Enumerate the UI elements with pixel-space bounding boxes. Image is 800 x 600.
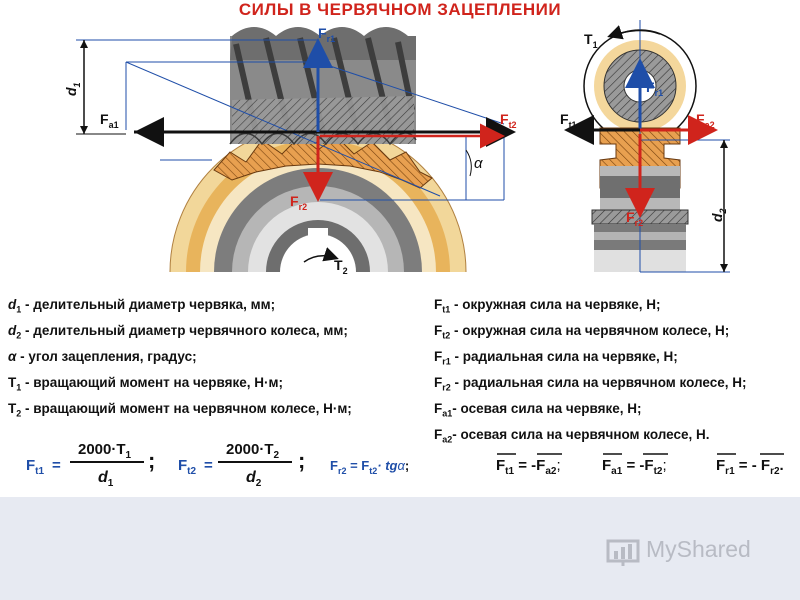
legend-description: - вращающий момент на червяке, Н·м; — [21, 375, 284, 390]
watermark-text: MyShared — [646, 536, 751, 562]
legend-item: T1 - вращающий момент на червяке, Н·м; — [8, 370, 352, 396]
fr1-label-right: Fr1 — [646, 79, 663, 98]
svg-text:d1: d1 — [98, 469, 114, 489]
svg-text:Fa1 = -Ft2;: Fa1 = -Ft2; — [602, 457, 667, 477]
formulas: Ft1 = 2000·T1 d1 ; Ft2 = 2000·T2 d2 ; Fr… — [26, 441, 784, 489]
legend-symbol-subscript: a2 — [442, 434, 453, 445]
formula-ft1-fa2: Ft1 = -Fa2; — [496, 453, 562, 477]
legend-symbol-subscript: r2 — [442, 382, 451, 393]
legend-item: Ft2 - окружная сила на червячном колесе,… — [434, 318, 746, 344]
t1-label: T1 — [584, 31, 598, 50]
legend-description: - вращающий момент на червячном колесе, … — [21, 401, 352, 416]
fr2-label-right: Fr2 — [626, 209, 643, 228]
svg-text:Ft2: Ft2 — [178, 457, 197, 477]
legend-symbol-subscript: 2 — [16, 330, 22, 341]
legend-symbol: d — [8, 323, 17, 338]
svg-text:;: ; — [298, 448, 305, 473]
t1-rotation-arrow — [607, 25, 661, 40]
legend-item: d1 - делительный диаметр червяка, мм; — [8, 292, 352, 318]
legend-symbol: F — [434, 401, 443, 416]
footer-band — [0, 497, 800, 600]
legend-symbol-subscript: r1 — [442, 356, 451, 367]
alpha-label: α — [474, 155, 483, 172]
t2-rotation-arrow — [303, 247, 339, 263]
svg-text:Ft1: Ft1 — [26, 457, 45, 477]
svg-text:d2: d2 — [246, 469, 262, 489]
legend-item: Fa1- осевая сила на червяке, Н; — [434, 396, 746, 422]
legend-description: - радиальная сила на червяке, Н; — [450, 349, 678, 364]
legend-symbol-subscript: 1 — [16, 382, 22, 393]
legend-symbol: F — [434, 375, 443, 390]
legend-description: - окружная сила на червячном колесе, Н; — [450, 323, 730, 338]
legend-description: - делительный диаметр червячного колеса,… — [21, 323, 348, 338]
legend-symbol: T — [8, 401, 17, 416]
formula-fr2: Fr2 = Ft2· tgα; — [330, 458, 409, 476]
svg-text:Fr2 = Ft2· tgα;: Fr2 = Ft2· tgα; — [330, 458, 409, 476]
legend-symbol: α — [8, 349, 17, 364]
svg-text:=: = — [52, 457, 61, 474]
legend-description: - угол зацепления, градус; — [16, 349, 197, 364]
formula-ft2: Ft2 = 2000·T2 d2 ; — [178, 441, 305, 489]
formula-fa1-ft2: Fa1 = -Ft2; — [602, 453, 668, 477]
d2-label: d2 — [709, 208, 728, 222]
legend-symbol: F — [434, 323, 443, 338]
fr2-label: Fr2 — [290, 193, 307, 212]
construction-lines — [76, 39, 505, 201]
legend-left: d1 - делительный диаметр червяка, мм;d2 … — [8, 292, 352, 422]
svg-text:2000·T1: 2000·T1 — [78, 441, 132, 461]
t2-label: T2 — [334, 257, 348, 276]
legend-description: - радиальная сила на червячном колесе, Н… — [450, 375, 747, 390]
presentation-icon — [606, 539, 640, 566]
legend-symbol: F — [434, 427, 443, 442]
wheel-teeth — [213, 135, 433, 189]
formula-ft1: Ft1 = 2000·T1 d1 ; — [26, 441, 155, 489]
fa1-label: Fa1 — [100, 111, 119, 130]
svg-text:=: = — [204, 457, 213, 474]
legend-item: Ft1 - окружная сила на червяке, Н; — [434, 292, 746, 318]
legend-item: Fr2 - радиальная сила на червячном колес… — [434, 370, 746, 396]
legend-symbol-subscript: 1 — [16, 304, 22, 315]
svg-text:2000·T2: 2000·T2 — [226, 441, 280, 461]
legend-symbol-subscript: t1 — [442, 304, 451, 315]
legend-symbol-subscript: t2 — [442, 330, 451, 341]
legend-right: Ft1 - окружная сила на червяке, Н;Ft2 - … — [434, 292, 746, 448]
formula-fr1-fr2: Fr1 = - Fr2. — [716, 453, 784, 477]
legend-symbol-subscript: 2 — [16, 408, 22, 419]
d1-label: d1 — [63, 82, 82, 96]
svg-text:;: ; — [148, 448, 155, 473]
legend-symbol: F — [434, 297, 443, 312]
legend-symbol: d — [8, 297, 17, 312]
fr1-label: Fr1 — [318, 25, 335, 44]
legend-item: Fa2- осевая сила на червячном колесе, Н. — [434, 422, 746, 448]
legend-item: T2 - вращающий момент на червячном колес… — [8, 396, 352, 422]
legend-description: - делительный диаметр червяка, мм; — [21, 297, 276, 312]
legend-symbol: F — [434, 349, 443, 364]
ft1-label: Ft1 — [560, 111, 577, 130]
svg-text:Fr1 = - Fr2.: Fr1 = - Fr2. — [716, 457, 784, 477]
legend-description: - осевая сила на червячном колесе, Н. — [452, 427, 710, 442]
legend-item: d2 - делительный диаметр червячного коле… — [8, 318, 352, 344]
fa2-label: Fa2 — [696, 111, 715, 130]
legend-description: - осевая сила на червяке, Н; — [452, 401, 642, 416]
legend-description: - окружная сила на червяке, Н; — [450, 297, 661, 312]
legend-symbol-subscript: a1 — [442, 408, 453, 419]
legend-item: α - угол зацепления, градус; — [8, 344, 352, 370]
svg-text:Ft1 = -Fa2;: Ft1 = -Fa2; — [496, 457, 561, 477]
slide-title: СИЛЫ В ЧЕРВЯЧНОМ ЗАЦЕПЛЕНИИ — [238, 0, 562, 19]
ft2-label: Ft2 — [500, 111, 517, 130]
legend-symbol: T — [8, 375, 17, 390]
legend-item: Fr1 - радиальная сила на червяке, Н; — [434, 344, 746, 370]
